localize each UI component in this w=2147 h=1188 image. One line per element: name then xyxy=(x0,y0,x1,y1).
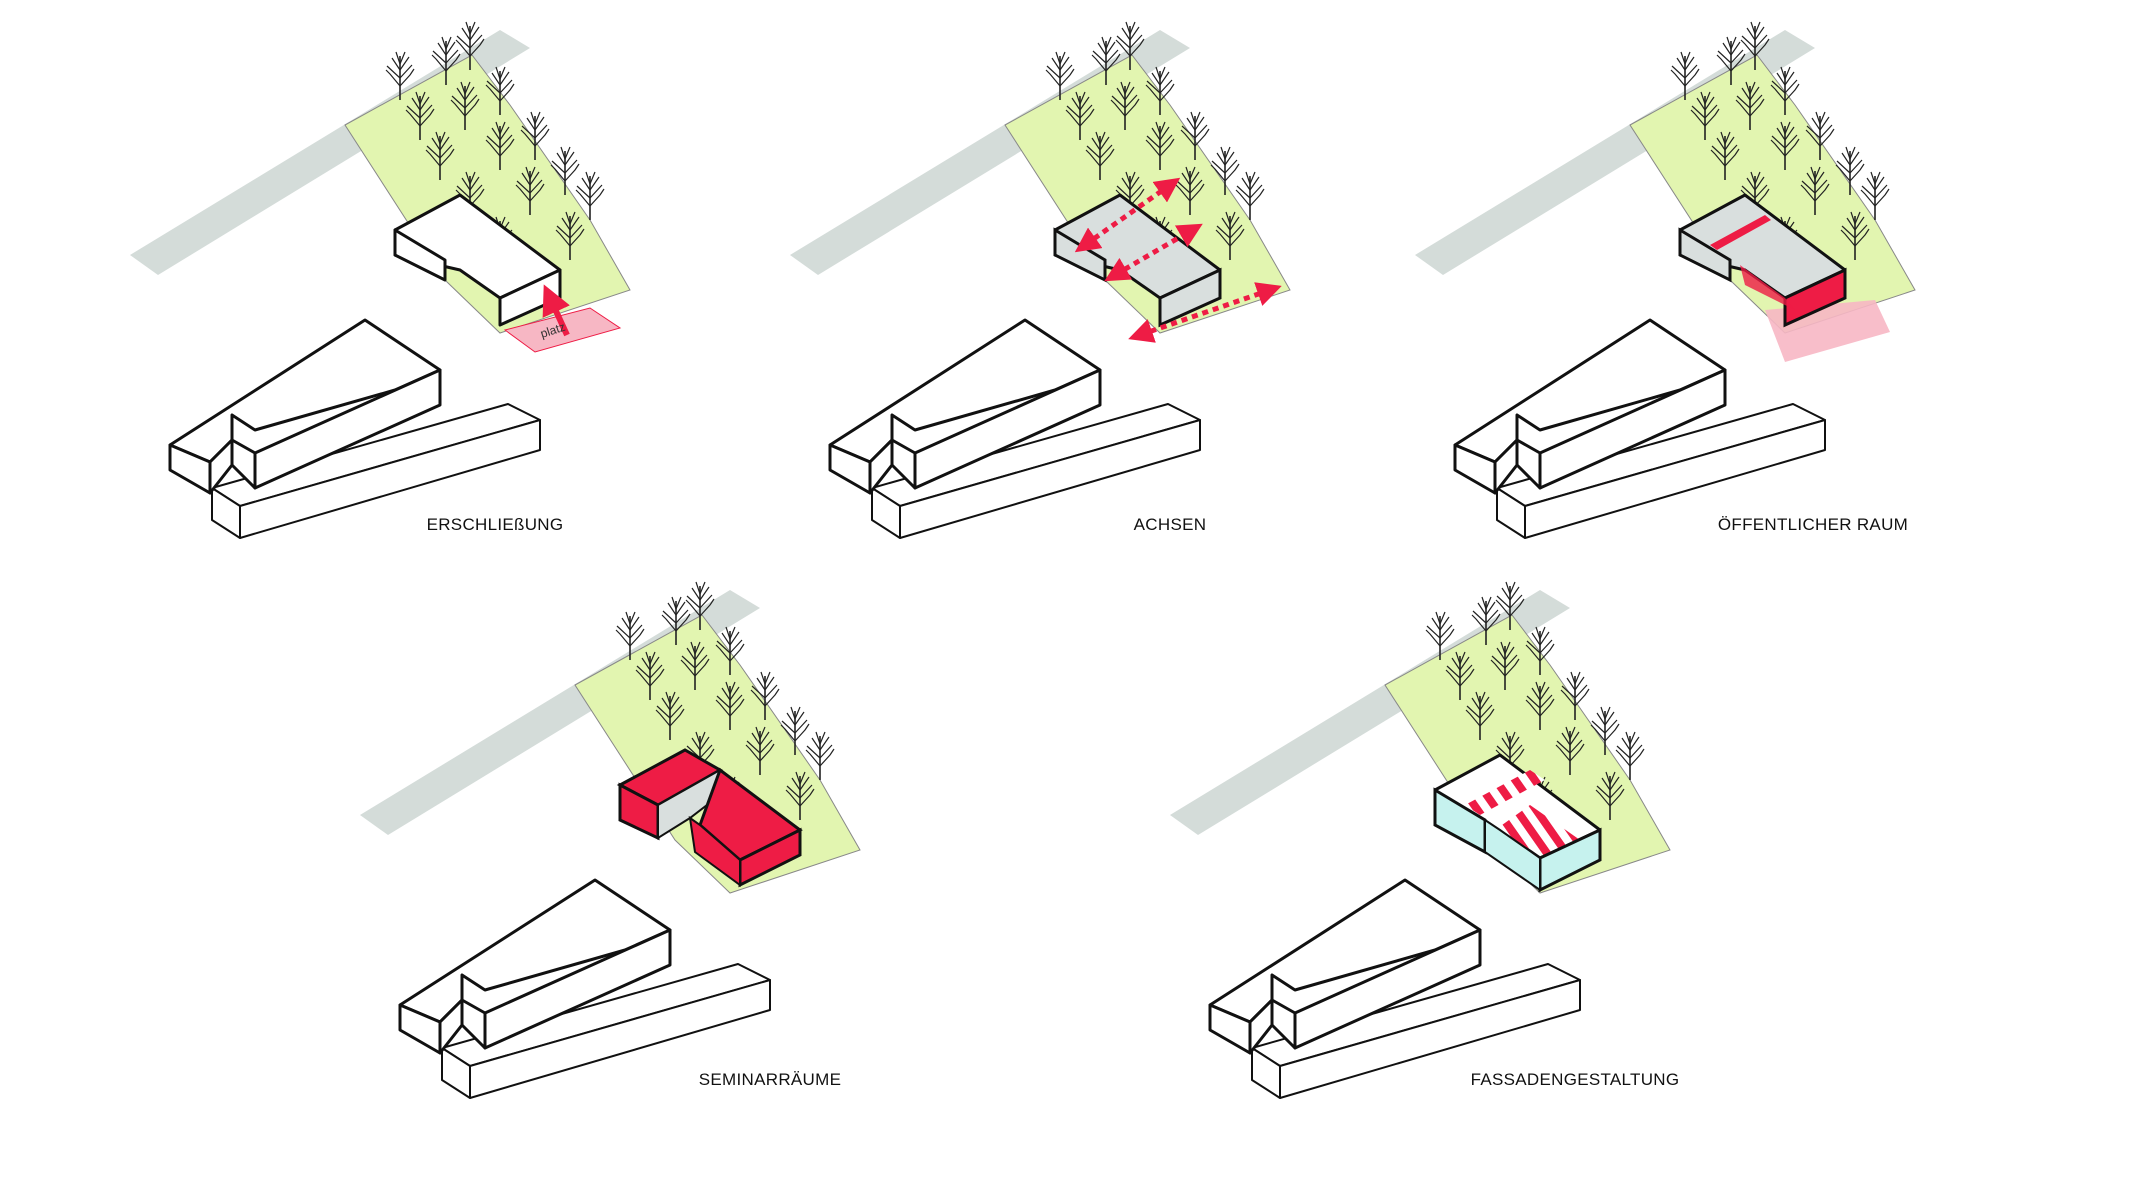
panel-erschliessung: platz xyxy=(130,22,630,538)
panel-oeffentlicher-raum xyxy=(1415,22,1915,538)
panel-label-erschliessung: ERSCHLIEßUNG xyxy=(427,515,564,534)
panel-label-fassadengestaltung: FASSADENGESTALTUNG xyxy=(1471,1070,1680,1089)
double-arrow-icon xyxy=(1074,177,1282,343)
panel-label-seminarraeume: SEMINARRÄUME xyxy=(699,1070,841,1089)
panel-label-achsen: ACHSEN xyxy=(1134,515,1207,534)
panel-fassadengestaltung xyxy=(1170,582,1670,1098)
panel-achsen xyxy=(790,22,1290,538)
arrow-icon xyxy=(542,284,570,337)
panel-label-oeffentlicher-raum: ÖFFENTLICHER RAUM xyxy=(1718,515,1908,534)
panel-seminarraeume xyxy=(360,582,860,1098)
